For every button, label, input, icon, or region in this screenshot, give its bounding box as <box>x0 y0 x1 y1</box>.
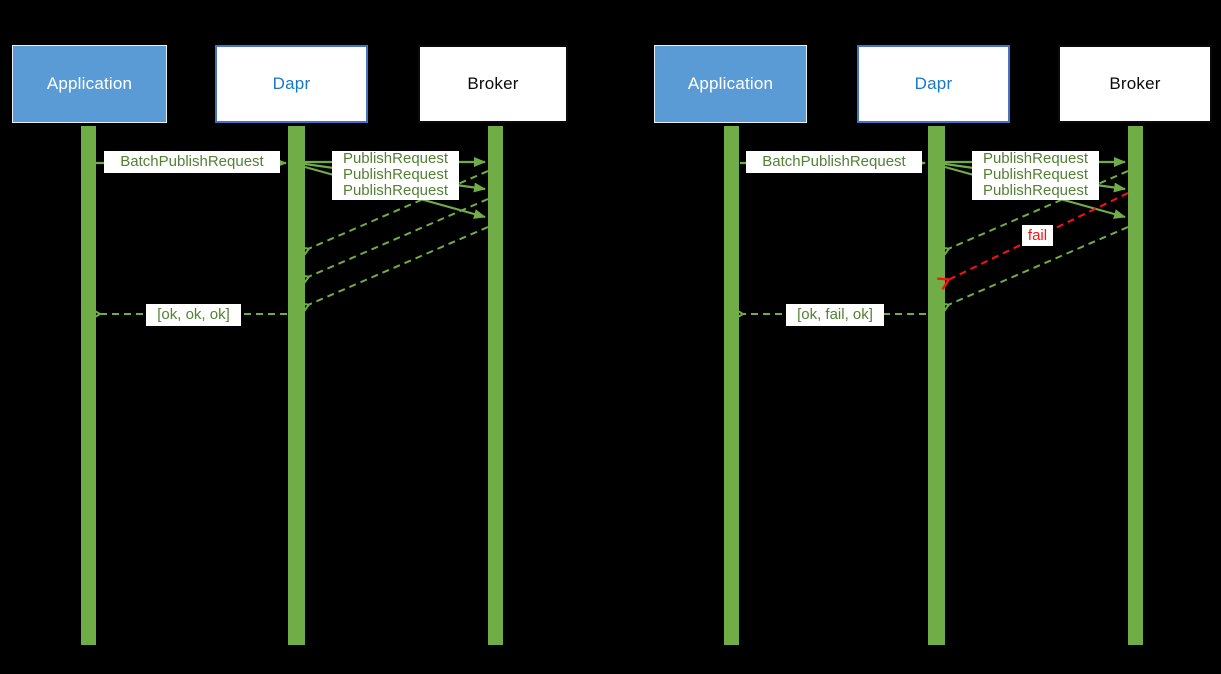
message-label-fail: fail <box>1022 225 1053 246</box>
message-label-result-right: [ok, fail, ok] <box>786 304 884 326</box>
message-label-publish1-right: PublishRequest <box>972 151 1099 167</box>
message-arrow <box>937 226 1129 315</box>
actor-dapr-right: Dapr <box>857 45 1010 123</box>
message-label-publish1-left: PublishRequest <box>332 151 459 167</box>
message-arrow <box>937 170 1129 259</box>
lifeline-application-right <box>724 126 739 645</box>
actor-broker-right: Broker <box>1058 45 1212 123</box>
actor-dapr-left: Dapr <box>215 45 368 123</box>
lifeline-broker-right <box>1128 126 1143 645</box>
message-label-publish2-left: PublishRequest <box>332 167 459 183</box>
message-label-result-left: [ok, ok, ok] <box>146 304 241 326</box>
lifeline-application-left <box>81 126 96 645</box>
message-arrow <box>297 170 489 259</box>
message-arrow <box>297 226 489 315</box>
message-label-publish2-right: PublishRequest <box>972 167 1099 183</box>
actor-application-right: Application <box>654 45 807 123</box>
lifeline-broker-left <box>488 126 503 645</box>
message-arrow <box>297 198 489 287</box>
actor-application-left: Application <box>12 45 167 123</box>
message-label-batch-left: BatchPublishRequest <box>104 151 280 173</box>
message-label-batch-right: BatchPublishRequest <box>746 151 922 173</box>
message-label-publish3-right: PublishRequest <box>972 183 1099 200</box>
actor-broker-left: Broker <box>418 45 568 123</box>
message-label-publish3-left: PublishRequest <box>332 183 459 200</box>
